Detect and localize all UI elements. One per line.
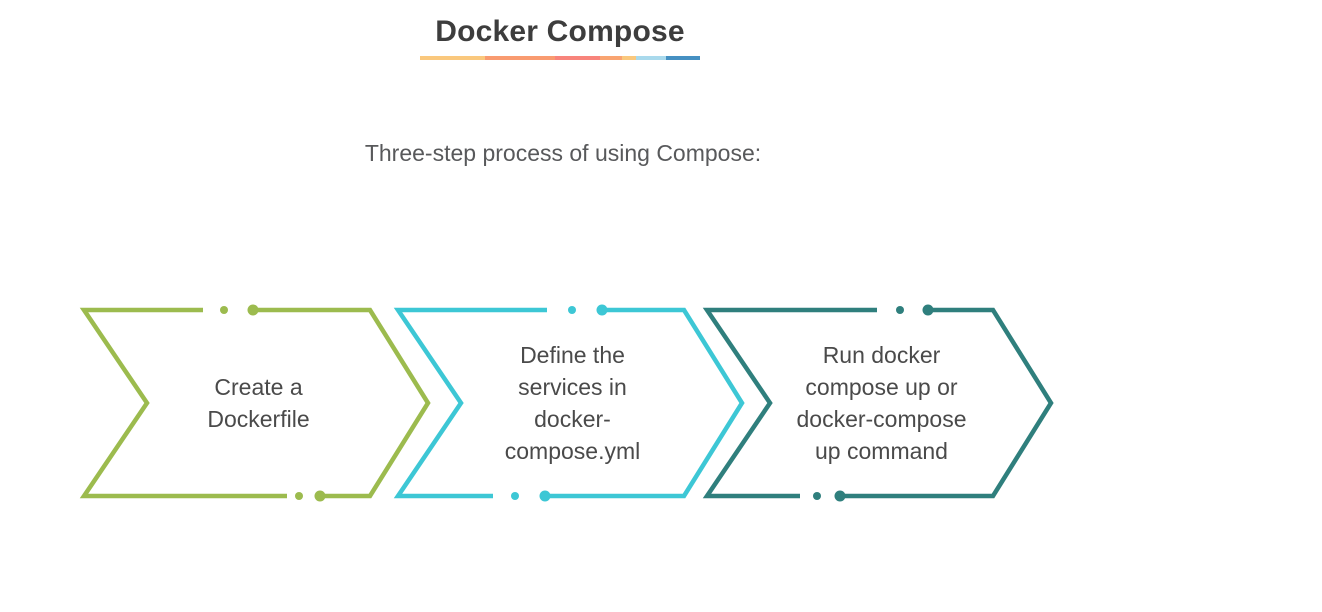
bottom-large-dot [834, 490, 846, 502]
top-large-dot [922, 304, 934, 316]
bottom-small-dot [295, 492, 303, 500]
top-large-dot [596, 304, 608, 316]
title-underline [420, 56, 700, 60]
top-small-dot [220, 306, 228, 314]
subtitle: Three-step process of using Compose: [364, 140, 762, 166]
top-small-dot [568, 306, 576, 314]
title-block: Docker Compose [420, 13, 700, 60]
bottom-large-dot [314, 490, 326, 502]
chevron-arrow-shape [702, 304, 1054, 502]
bottom-small-dot [511, 492, 519, 500]
top-large-dot [247, 304, 259, 316]
top-small-dot [896, 306, 904, 314]
page-title: Docker Compose [435, 15, 685, 48]
bottom-large-dot [539, 490, 551, 502]
bottom-small-dot [813, 492, 821, 500]
chevron-arrow-shape [393, 304, 745, 502]
chevron-arrow-shape [79, 304, 431, 502]
